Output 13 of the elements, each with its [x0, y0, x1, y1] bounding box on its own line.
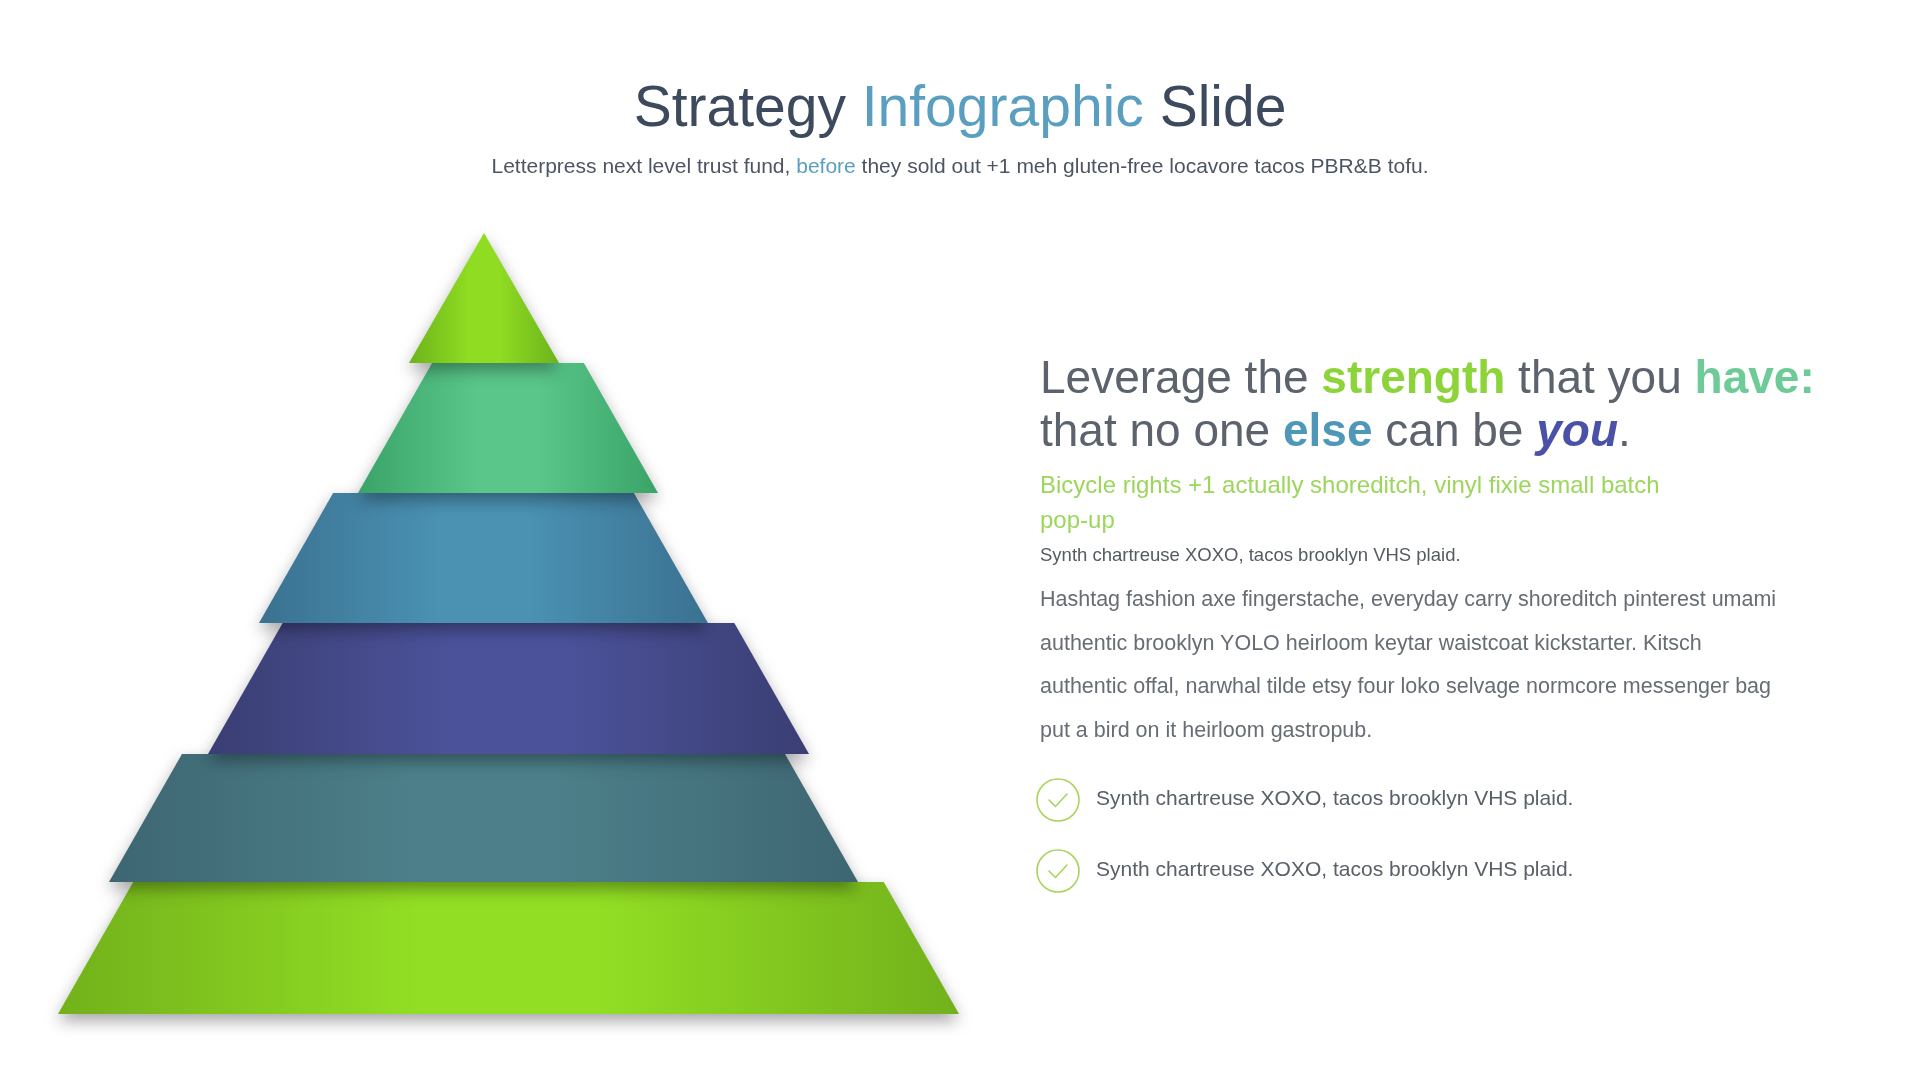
body-paragraph: Hashtag fashion axe fingerstache, everyday carry shoreditch pinterest umami authentic brooklyn YOLO heirloom keytar waistcoat kickstarter. Kitsch authentic offal, narwhal tilde etsy four loko selvage normcore messenger bag put a bird on it heirloom gastropub.	[1040, 586, 1778, 744]
pyramid-tier	[259, 493, 708, 623]
tagline-text: Bicycle rights +1 actually shoreditch, vinyl fixie small batch pop-up	[1040, 470, 1661, 535]
note-text: Synth chartreuse XOXO, tacos brooklyn VHS plaid.	[1040, 543, 1461, 567]
checklist-item: Synth chartreuse XOXO, tacos brooklyn VHS plaid.	[1096, 856, 1574, 882]
pyramid-top-triangle	[409, 233, 559, 363]
pyramid-tier	[208, 623, 809, 754]
subtitle-text: Letterpress next level trust fund, before they sold out +1 meh gluten-free locavore tacos PBR&B tofu.	[491, 153, 1429, 179]
slide-title: Strategy Infographic Slide	[633, 74, 1287, 140]
checklist-item: Synth chartreuse XOXO, tacos brooklyn VHS plaid.	[1096, 785, 1574, 811]
pyramid-tier	[58, 882, 959, 1014]
pyramid-tier	[109, 754, 858, 882]
headline: Leverage the strength that you have: that no one else can be you.	[1040, 351, 1816, 457]
